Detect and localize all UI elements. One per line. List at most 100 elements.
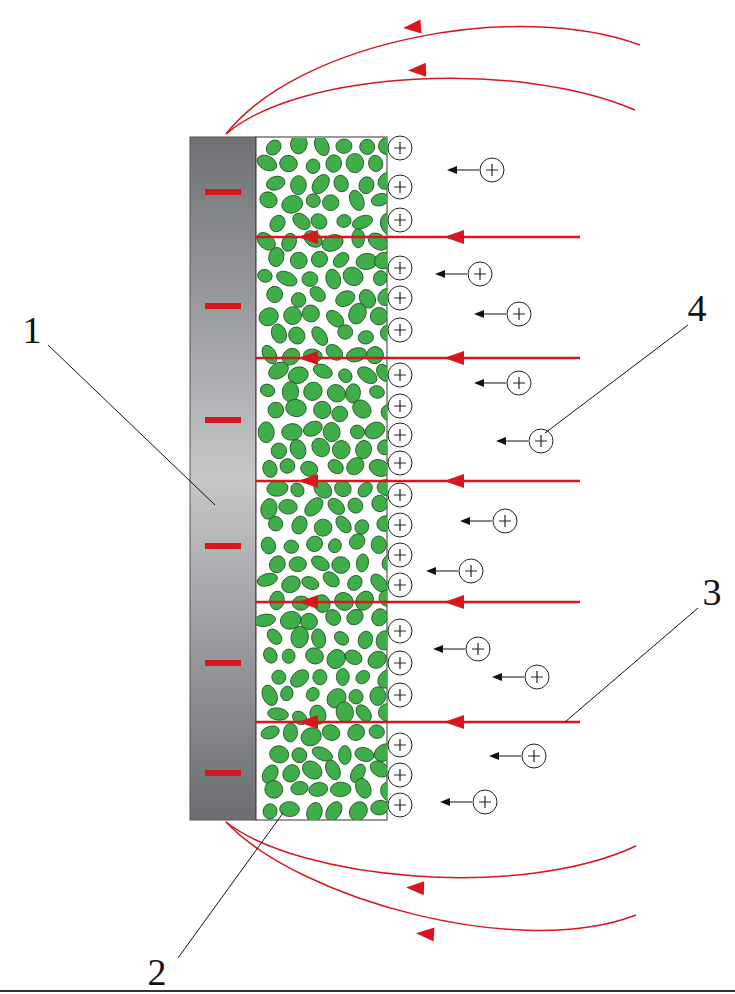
particle <box>338 746 351 765</box>
particle <box>259 724 281 742</box>
plus-sign <box>535 435 547 447</box>
particle <box>303 645 326 667</box>
particle <box>348 689 363 705</box>
particle <box>301 418 325 439</box>
field-lines <box>226 20 640 942</box>
electrode-plate <box>190 137 256 820</box>
positive-ion <box>388 394 412 418</box>
particle <box>362 419 387 442</box>
particle <box>261 459 280 480</box>
particle <box>262 803 278 820</box>
particle <box>344 606 366 628</box>
particle <box>374 285 387 309</box>
particle <box>349 396 375 422</box>
fringe-field-line <box>226 78 635 134</box>
particle <box>278 499 298 515</box>
ion-motion-arrow <box>499 677 524 678</box>
particle <box>304 685 322 704</box>
particle <box>322 799 345 820</box>
particle <box>378 211 387 236</box>
particle <box>348 422 367 441</box>
particle <box>325 495 348 518</box>
field-arrowhead <box>298 715 318 729</box>
positive-ion <box>388 573 412 597</box>
particle <box>312 138 332 158</box>
positive-ion <box>388 318 412 342</box>
particle <box>375 438 387 457</box>
particle <box>375 169 387 192</box>
particle <box>309 553 332 574</box>
positive-ion <box>388 543 412 567</box>
positive-ion <box>388 763 412 787</box>
particle <box>380 325 387 341</box>
particle <box>370 192 387 208</box>
particle <box>365 229 387 253</box>
particle <box>353 776 374 801</box>
field-arrowhead <box>406 881 424 896</box>
plus-sign <box>394 292 406 304</box>
particle <box>266 400 286 421</box>
particle <box>343 647 365 667</box>
particle <box>378 402 387 424</box>
negative-charge <box>205 417 241 423</box>
particle <box>331 439 352 461</box>
particle <box>263 778 285 800</box>
particle <box>285 324 308 347</box>
ion-motion-arrow <box>496 756 521 757</box>
particle <box>345 721 368 743</box>
positive-ion <box>525 665 549 689</box>
particle <box>370 799 387 817</box>
particle <box>336 668 349 685</box>
positive-ion <box>468 262 492 286</box>
particle <box>267 707 289 722</box>
particle <box>322 195 339 211</box>
particle <box>289 556 307 572</box>
ion-arrowhead <box>492 673 502 681</box>
particle <box>287 437 308 461</box>
particle <box>307 284 328 305</box>
particle <box>346 798 371 820</box>
particle <box>354 439 374 461</box>
particle <box>352 517 371 537</box>
plus-sign <box>394 324 406 336</box>
particle <box>308 435 333 461</box>
particle <box>256 571 279 588</box>
particle <box>353 668 372 687</box>
fringe-field-line <box>226 822 636 930</box>
particle <box>308 211 330 232</box>
particle <box>356 630 374 651</box>
particle <box>278 154 298 173</box>
negative-charge <box>205 303 241 309</box>
field-arrowhead <box>298 474 318 488</box>
callout-number: 2 <box>148 953 167 991</box>
particle <box>323 758 344 782</box>
particle <box>281 423 303 441</box>
particle <box>353 745 375 763</box>
particle <box>331 556 351 575</box>
particle <box>323 646 349 672</box>
field-arrowhead <box>298 230 318 244</box>
field-arrowhead <box>298 595 318 609</box>
particle <box>369 606 387 628</box>
particle <box>374 629 387 652</box>
positive-ion <box>493 509 517 533</box>
particle <box>265 359 291 383</box>
callout-number: 4 <box>688 289 707 327</box>
particle <box>368 384 386 400</box>
particle <box>326 537 343 555</box>
plus-sign <box>531 671 543 683</box>
particle <box>320 722 342 743</box>
particle <box>308 781 329 798</box>
particle <box>282 649 295 664</box>
particle <box>347 188 367 213</box>
particle <box>283 306 302 325</box>
particle <box>261 645 279 665</box>
leader-line <box>545 325 688 433</box>
particle <box>271 669 287 685</box>
particle <box>289 138 308 155</box>
particle <box>345 572 366 593</box>
ion-arrowhead <box>440 798 450 806</box>
fringe-field-line <box>226 27 640 134</box>
positive-ion <box>529 429 553 453</box>
